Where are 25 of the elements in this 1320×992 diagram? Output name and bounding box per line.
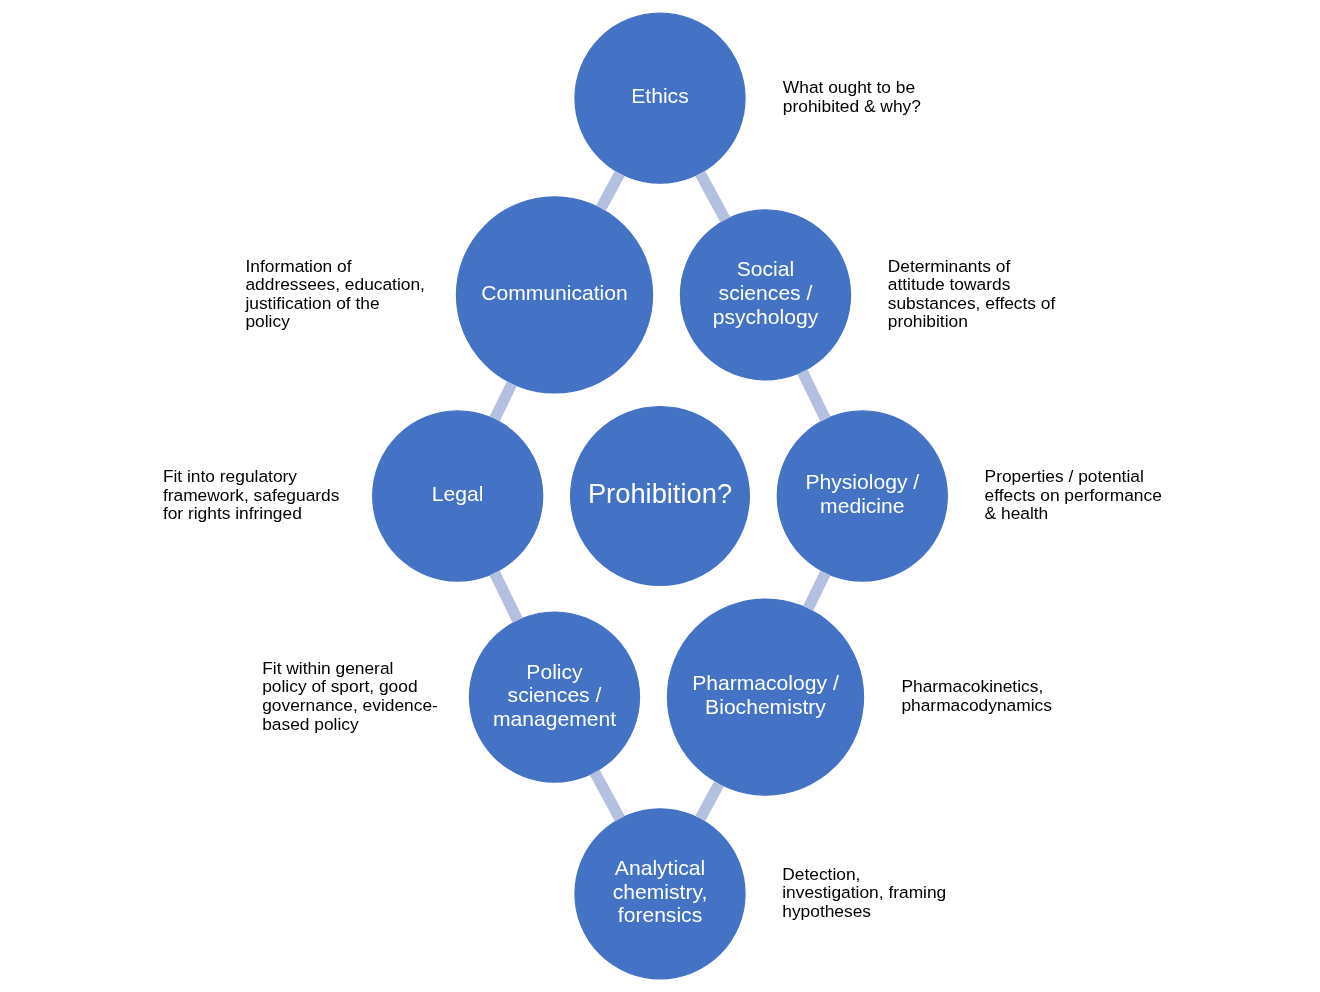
node-circle: Pharmacology / Biochemistry: [666, 598, 865, 796]
node-circle: Prohibition?: [570, 406, 750, 586]
connector: [596, 170, 625, 211]
node-label: Information of addressees, education, justification of the policy: [245, 255, 425, 332]
node-circle: Social sciences / psychology: [679, 209, 852, 381]
node-circle: Physiology / medicine: [776, 410, 948, 582]
node-circle: Ethics: [574, 12, 746, 184]
node-label: Detection, investigation, framing hypotheses: [782, 863, 947, 922]
connector: [489, 570, 523, 623]
node-label: Fit into regulatory framework, safeguards for rights infringed: [162, 465, 340, 524]
connector: [803, 570, 831, 611]
node-label: Pharmacokinetics, pharmacodynamics: [901, 676, 1052, 715]
node-circle: Analytical chemistry, forensics: [574, 808, 746, 980]
node-label: Determinants of attitude towards substances, effects of prohibition: [887, 255, 1056, 332]
connector: [797, 369, 831, 422]
connector: [489, 381, 517, 422]
node-circle: Policy sciences / management: [468, 611, 641, 783]
connector: [695, 781, 724, 821]
node-label: Properties / potential effects on performance & health: [984, 465, 1162, 524]
node-circle: Legal: [372, 410, 544, 582]
node-circle: Communication: [455, 196, 654, 394]
connector: [589, 769, 625, 822]
node-label: What ought to be prohibited & why?: [782, 77, 921, 117]
node-label: Fit within general policy of sport, good governance, evidence-based policy: [262, 657, 438, 734]
connector: [695, 170, 731, 223]
